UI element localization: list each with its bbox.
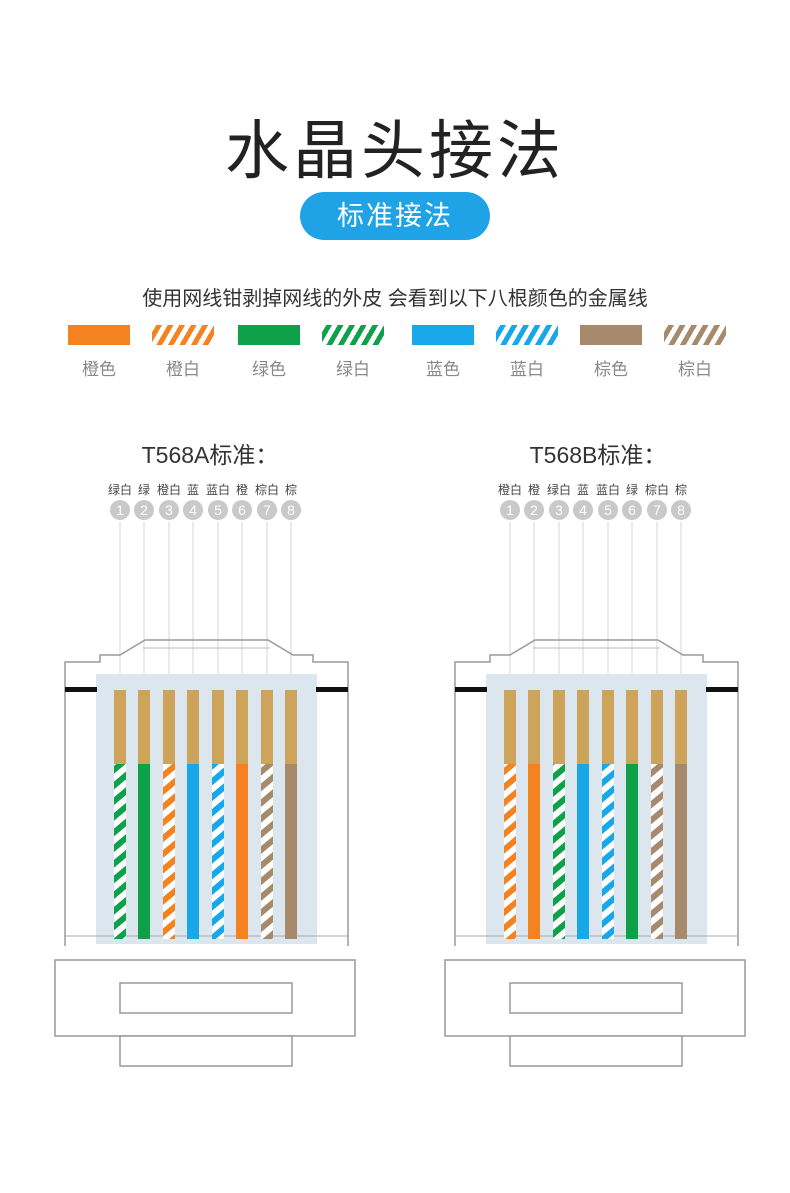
std1-pin-number-3: 3 — [159, 500, 179, 520]
std2-pin-number-3: 3 — [549, 500, 569, 520]
legend-label-2: 橙白 — [166, 360, 200, 379]
t568b-title: T568B标准： — [529, 442, 667, 468]
legend-swatch-2 — [152, 325, 214, 345]
std1-pin-number-2: 2 — [134, 500, 154, 520]
std1-gold-contact-4 — [187, 690, 199, 764]
page-title: 水晶头接法 — [225, 115, 565, 187]
std2-gold-contact-7 — [651, 690, 663, 764]
std2-pin-label-6: 绿 — [625, 483, 639, 497]
std1-pin-number-4: 4 — [183, 500, 203, 520]
std2-left-black-bar — [455, 687, 487, 692]
std2-pin-label-7: 棕白 — [644, 483, 670, 497]
standard-wiring-badge: 标准接法 — [300, 192, 490, 240]
std1-gold-contact-3 — [163, 690, 175, 764]
std2-wire-5 — [602, 764, 614, 939]
std2-wire-1 — [504, 764, 516, 939]
std2-right-black-bar — [706, 687, 738, 692]
std2-wire-2 — [528, 764, 540, 939]
std2-pin-label-5: 蓝白 — [595, 483, 621, 497]
std2-boot-window — [509, 982, 683, 1014]
std2-pin-number-1: 1 — [500, 500, 520, 520]
std2-gold-contact-6 — [626, 690, 638, 764]
std2-wire-7 — [651, 764, 663, 939]
std1-left-black-bar — [65, 687, 97, 692]
std1-pin-number-5: 5 — [208, 500, 228, 520]
legend-swatch-8 — [664, 325, 726, 345]
std2-connector-body — [454, 639, 739, 946]
std2-pin-number-7: 7 — [647, 500, 667, 520]
legend-label-7: 棕色 — [594, 360, 628, 379]
std1-boot-tail — [119, 1035, 293, 1067]
std1-gold-contact-1 — [114, 690, 126, 764]
std1-gold-contact-2 — [138, 690, 150, 764]
legend-swatch-5 — [412, 325, 474, 345]
std2-pin-label-2: 橙 — [527, 483, 541, 497]
std1-connector-body — [64, 639, 349, 946]
legend-swatch-6 — [496, 325, 558, 345]
legend-swatch-4 — [322, 325, 384, 345]
std2-gold-contact-8 — [675, 690, 687, 764]
intro-text: 使用网线钳剥掉网线的外皮 会看到以下八根颜色的金属线 — [142, 288, 648, 310]
std1-pin-number-6: 6 — [232, 500, 252, 520]
std1-wire-4 — [187, 764, 199, 939]
std2-gold-contact-2 — [528, 690, 540, 764]
std2-wire-6 — [626, 764, 638, 939]
std2-gold-contact-3 — [553, 690, 565, 764]
legend-label-6: 蓝白 — [510, 360, 544, 379]
legend-swatch-1 — [68, 325, 130, 345]
std1-gold-contact-5 — [212, 690, 224, 764]
std1-wire-7 — [261, 764, 273, 939]
std2-pin-label-8: 棕 — [674, 483, 688, 497]
std2-boot-tail — [509, 1035, 683, 1067]
t568a-title: T568A标准： — [141, 442, 279, 468]
std1-gold-contact-8 — [285, 690, 297, 764]
std2-pin-number-4: 4 — [573, 500, 593, 520]
std2-wire-8 — [675, 764, 687, 939]
std1-wire-1 — [114, 764, 126, 939]
std1-pin-label-3: 橙白 — [156, 483, 182, 497]
legend-label-8: 棕白 — [678, 360, 712, 379]
std1-wire-3 — [163, 764, 175, 939]
std1-pin-label-8: 棕 — [284, 483, 298, 497]
std1-pin-label-1: 绿白 — [107, 483, 133, 497]
legend-label-5: 蓝色 — [426, 360, 460, 379]
std1-wire-8 — [285, 764, 297, 939]
legend-label-4: 绿白 — [336, 360, 370, 379]
std2-gold-contact-4 — [577, 690, 589, 764]
std1-pin-number-8: 8 — [281, 500, 301, 520]
std1-wire-2 — [138, 764, 150, 939]
legend-label-3: 绿色 — [252, 360, 286, 379]
std2-gold-contact-5 — [602, 690, 614, 764]
std1-pin-label-5: 蓝白 — [205, 483, 231, 497]
color-legend: 橙色 橙白 绿色 绿白 蓝色 蓝白 棕色 棕白 — [0, 325, 790, 385]
std2-wire-3 — [553, 764, 565, 939]
legend-swatch-3 — [238, 325, 300, 345]
std1-wire-6 — [236, 764, 248, 939]
std1-gold-contact-6 — [236, 690, 248, 764]
std1-pin-label-7: 棕白 — [254, 483, 280, 497]
std1-pin-number-1: 1 — [110, 500, 130, 520]
std2-pin-label-3: 绿白 — [546, 483, 572, 497]
legend-label-1: 橙色 — [82, 360, 116, 379]
std2-pin-number-6: 6 — [622, 500, 642, 520]
std1-pin-label-6: 橙 — [235, 483, 249, 497]
std1-wire-5 — [212, 764, 224, 939]
std1-pin-label-2: 绿 — [137, 483, 151, 497]
std2-inner-plate — [486, 674, 707, 944]
std2-pin-number-5: 5 — [598, 500, 618, 520]
std2-pin-number-2: 2 — [524, 500, 544, 520]
std2-pin-label-4: 蓝 — [576, 483, 590, 497]
std2-pin-number-8: 8 — [671, 500, 691, 520]
std1-gold-contact-7 — [261, 690, 273, 764]
std1-right-black-bar — [316, 687, 348, 692]
std2-pin-label-1: 橙白 — [497, 483, 523, 497]
std1-boot-window — [119, 982, 293, 1014]
std2-wire-4 — [577, 764, 589, 939]
legend-swatch-7 — [580, 325, 642, 345]
std1-pin-label-4: 蓝 — [186, 483, 200, 497]
std1-inner-plate — [96, 674, 317, 944]
std2-gold-contact-1 — [504, 690, 516, 764]
std1-pin-number-7: 7 — [257, 500, 277, 520]
